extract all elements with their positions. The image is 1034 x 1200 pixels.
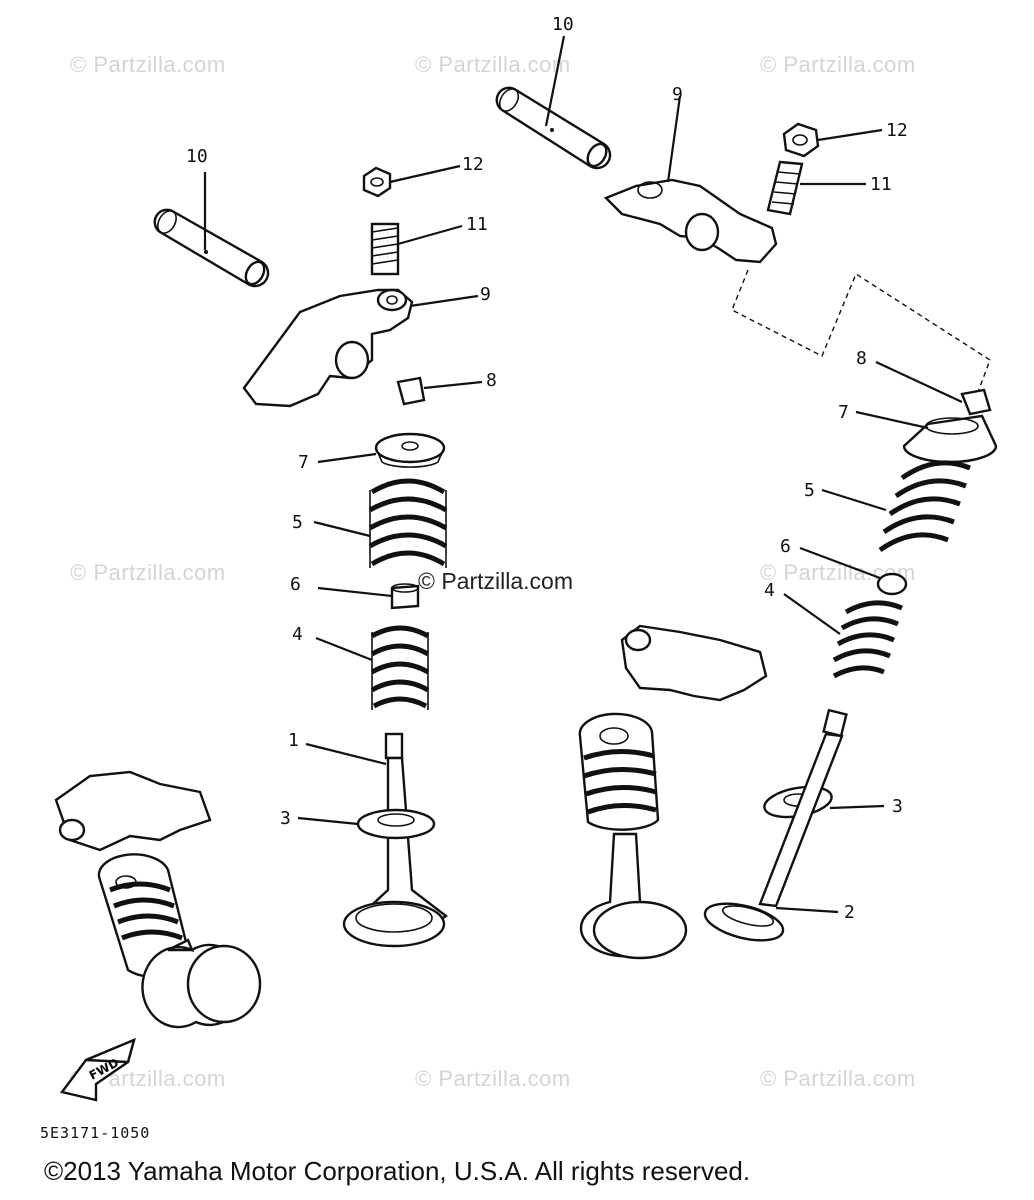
callout-2: 2 [844, 902, 855, 923]
exhaust-valve [703, 708, 848, 942]
inner-spring-right [783, 593, 903, 679]
watermark: © Partzilla.com [415, 1066, 571, 1091]
watermark: © Partzilla.com [70, 560, 226, 585]
rocker-shaft-left [153, 172, 270, 288]
spring-seat-right [763, 785, 885, 819]
watermark-center: © Partzilla.com [418, 568, 573, 594]
callout-5-right: 5 [804, 480, 815, 501]
callout-4-left: 4 [292, 624, 303, 645]
callout-1: 1 [288, 730, 299, 751]
callout-6-left: 6 [290, 574, 301, 595]
spring-seat-left [297, 808, 436, 840]
callout-8-left: 8 [486, 370, 497, 391]
rocker-arm-left [242, 288, 479, 408]
diagram-reference-code: 5E3171-1050 [40, 1124, 151, 1142]
watermark: © Partzilla.com [70, 52, 226, 77]
rocker-shaft-right [495, 35, 612, 170]
locknut-left [362, 164, 461, 198]
watermark: © Partzilla.com [760, 1066, 916, 1091]
spring-retainer-right [855, 410, 998, 464]
adjusting-screw-right [766, 160, 866, 216]
valve-stem-seal-left [317, 583, 420, 610]
spring-retainer-left [317, 432, 446, 468]
watermark: © Partzilla.com [760, 52, 916, 77]
callout-7-right: 7 [838, 402, 849, 423]
callout-6-right: 6 [780, 536, 791, 557]
callout-9-right: 9 [672, 84, 683, 105]
outer-spring-left [313, 478, 448, 568]
reference-sketch-middle [578, 624, 768, 960]
callout-8-right: 8 [856, 348, 867, 369]
callout-11-right: 11 [870, 174, 892, 195]
callout-9-left: 9 [480, 284, 491, 305]
adjusting-screw-left [370, 222, 463, 276]
rocker-arm-right [603, 95, 778, 264]
callout-11-left: 11 [466, 214, 488, 235]
inner-spring-left [315, 625, 430, 710]
callout-7-left: 7 [298, 452, 309, 473]
valve-cotter-left [396, 376, 483, 406]
callout-5-left: 5 [292, 512, 303, 533]
exploded-parts-diagram: FWD [54, 35, 998, 1102]
callout-10-right: 10 [552, 14, 574, 35]
alignment-dashed-line [731, 269, 991, 393]
callout-12-right: 12 [886, 120, 908, 141]
callout-3-right: 3 [892, 796, 903, 817]
copyright-notice: ©2013 Yamaha Motor Corporation, U.S.A. A… [44, 1156, 751, 1186]
watermark: © Partzilla.com [415, 52, 571, 77]
callout-10-left: 10 [186, 146, 208, 167]
forward-arrow-icon: FWD [59, 1037, 136, 1102]
reference-sketch-left [54, 770, 262, 1029]
outer-spring-right [821, 460, 971, 553]
valve-stem-seal-right [799, 546, 908, 596]
callout-4-right: 4 [764, 580, 775, 601]
valve-cotter-right [875, 361, 992, 416]
callout-3-left: 3 [280, 808, 291, 829]
intake-valve [305, 732, 448, 948]
locknut-right [782, 122, 883, 158]
callout-12-left: 12 [462, 154, 484, 175]
